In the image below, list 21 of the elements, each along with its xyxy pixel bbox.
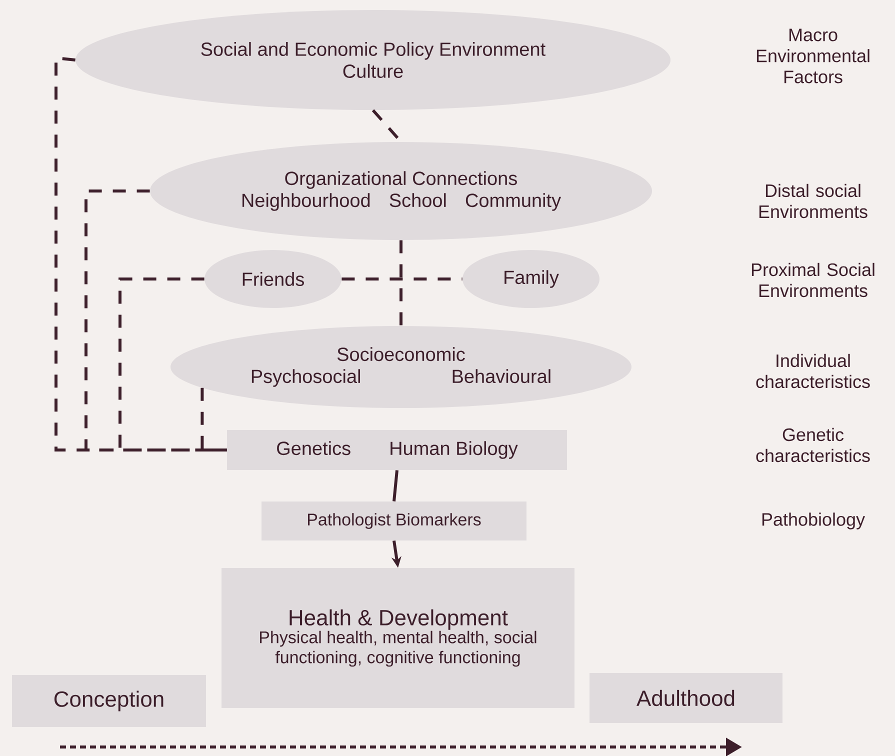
outcome-box: Health & Development Physical health, mental health, social functioning, cognitive functioning (222, 568, 574, 708)
connector (200, 388, 227, 452)
level-label: Individual characteristics (756, 354, 870, 388)
ellipse-node: Organizational Connections Neighbourhood School Community (150, 142, 652, 240)
level-label: Macro Environmental Factors (756, 28, 870, 84)
level-label: Genetic characteristics (756, 428, 870, 462)
stage-box: Conception (12, 675, 206, 727)
level-label: Pathobiology (762, 512, 865, 530)
ellipse-node: Social and Economic Policy Environment Culture (76, 10, 670, 110)
connector (342, 278, 462, 280)
label-box: Genetics Human Biology (227, 430, 567, 470)
stage-box: Adulthood (590, 673, 782, 723)
ellipse-node: Friends (204, 250, 342, 308)
level-label: Distal social Environments (759, 184, 868, 218)
ellipse-node: Family (462, 250, 600, 308)
connector (400, 240, 402, 326)
ellipse-node: Socioeconomic Psychosocial Behavioural (170, 326, 632, 408)
label-box: Pathologist Biomarkers (262, 502, 526, 540)
connector (392, 470, 398, 502)
level-label: Proximal Social Environments (752, 262, 874, 298)
connector (118, 278, 227, 452)
